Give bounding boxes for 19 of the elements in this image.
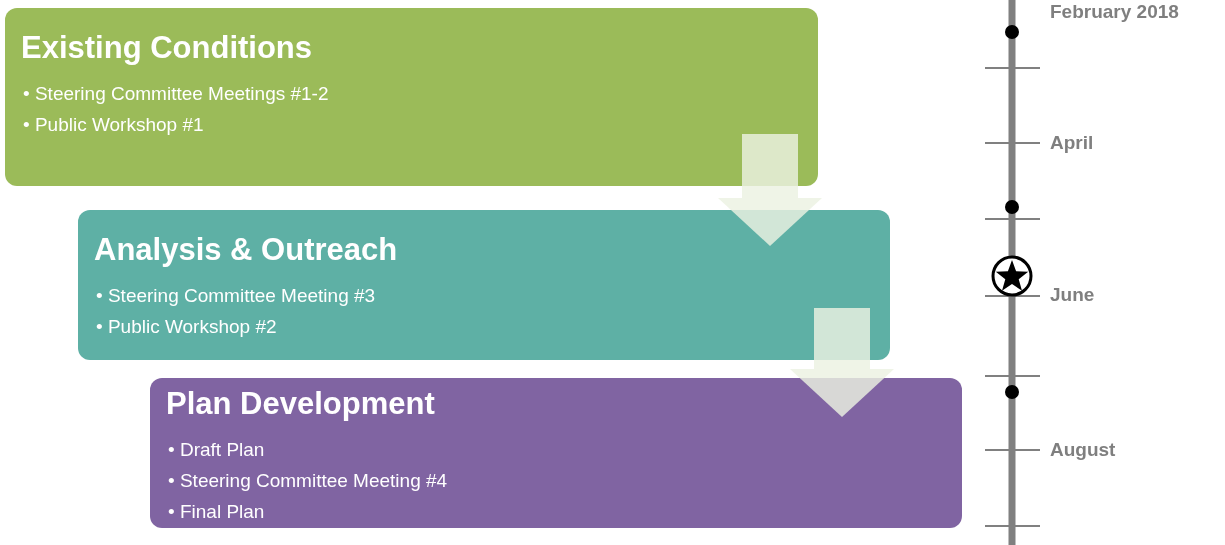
month-label: February 2018 — [1050, 1, 1179, 23]
bullet-item: • Draft Plan — [168, 438, 266, 462]
phase-box — [78, 210, 890, 360]
block-arrow — [790, 308, 894, 417]
bullet-item: • Steering Committee Meeting #4 — [168, 469, 449, 493]
month-label: June — [1050, 284, 1095, 306]
block-arrow — [718, 134, 822, 246]
bullet-item: • Final Plan — [168, 500, 266, 524]
phase-title: Plan Development — [166, 386, 435, 422]
bullet-item: • Public Workshop #2 — [96, 315, 278, 339]
month-label: August — [1050, 439, 1116, 461]
phase-box — [150, 378, 962, 528]
bullet-item: • Public Workshop #1 — [23, 113, 205, 137]
bullet-item: • Steering Committee Meeting #3 — [96, 284, 377, 308]
phase-box — [5, 8, 818, 186]
bullet-item: • Steering Committee Meetings #1-2 — [23, 82, 330, 106]
month-label: April — [1050, 132, 1094, 154]
phase-title: Analysis & Outreach — [94, 232, 398, 268]
phase-title: Existing Conditions — [21, 30, 313, 66]
